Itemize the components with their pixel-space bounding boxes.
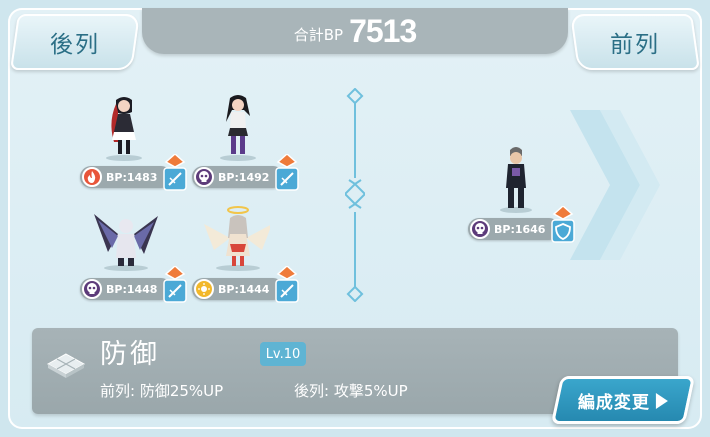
shield-icon: [551, 206, 575, 243]
tab-back-row-label: 後列: [50, 32, 100, 58]
forward-chevrons-icon: [570, 110, 660, 260]
skill-level-badge: Lv.10: [260, 342, 306, 366]
unit-bp-pill: BP:1483: [80, 166, 172, 188]
total-bp-label: 合計BP: [293, 25, 344, 44]
unit-bp-value: BP:1646: [494, 222, 546, 236]
row-divider: [345, 88, 365, 302]
sword-icon: [275, 266, 299, 303]
tab-back-row[interactable]: 後列: [10, 14, 140, 70]
total-bp-value: 7513: [349, 12, 417, 49]
unit-bp-value: BP:1483: [106, 170, 158, 184]
skill-back-effect: 後列: 攻撃5%UP: [294, 382, 408, 400]
skull-icon: [470, 219, 490, 239]
character-sprite: [220, 95, 256, 161]
skill-name: 防御: [100, 339, 160, 370]
change-formation-button[interactable]: 編成変更: [550, 376, 696, 424]
total-bp-bar: 合計BP 7513: [142, 8, 568, 54]
character-sprite: [94, 214, 158, 271]
sun-icon: [194, 279, 214, 299]
tab-front-row[interactable]: 前列: [570, 14, 700, 70]
unit-slot-back-3[interactable]: BP:1448: [80, 204, 200, 344]
unit-slot-back-1[interactable]: BP:1483: [80, 92, 200, 232]
tab-front-row-label: 前列: [610, 32, 660, 58]
skull-icon: [194, 167, 214, 187]
unit-slot-front-1[interactable]: BP:1646: [468, 144, 588, 284]
unit-slot-back-4[interactable]: BP:1444: [192, 204, 312, 344]
unit-bp-pill: BP:1444: [192, 278, 284, 300]
unit-bp-value: BP:1448: [106, 282, 158, 296]
formation-tile-icon: [46, 353, 86, 378]
unit-slot-back-2[interactable]: BP:1492: [192, 92, 312, 232]
fire-icon: [82, 167, 102, 187]
character-sprite: [106, 97, 142, 161]
unit-bp-pill: BP:1492: [192, 166, 284, 188]
unit-bp-value: BP:1492: [218, 170, 270, 184]
unit-bp-value: BP:1444: [218, 282, 270, 296]
play-arrow-icon: [656, 392, 668, 408]
skill-front-effect: 前列: 防御25%UP: [100, 382, 224, 400]
sword-icon: [163, 154, 187, 191]
skull-icon: [82, 279, 102, 299]
unit-bp-pill: BP:1646: [468, 218, 560, 240]
character-sprite: [204, 206, 270, 271]
sword-icon: [275, 154, 299, 191]
change-formation-label: 編成変更: [578, 392, 650, 413]
unit-bp-pill: BP:1448: [80, 278, 172, 300]
character-sprite: [500, 147, 532, 213]
sword-icon: [163, 266, 187, 303]
